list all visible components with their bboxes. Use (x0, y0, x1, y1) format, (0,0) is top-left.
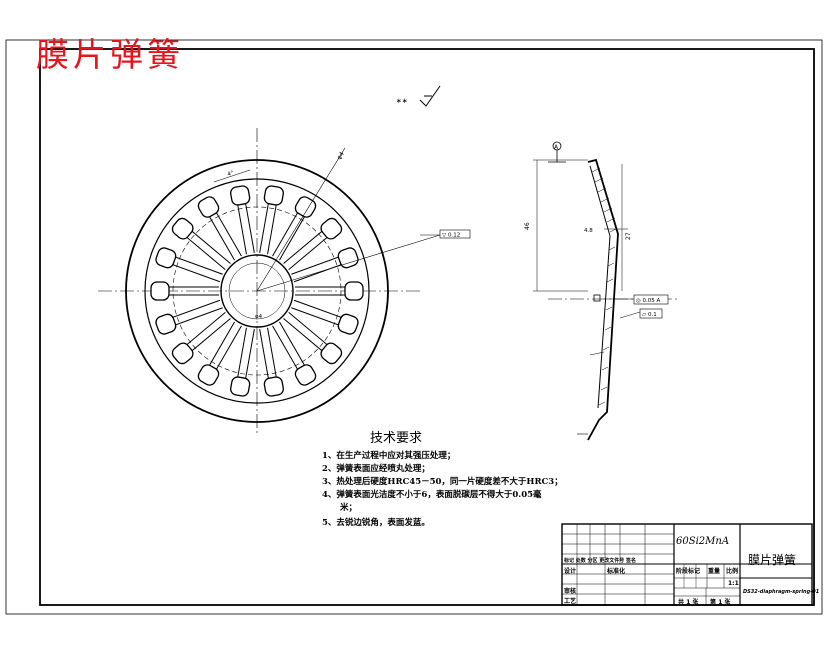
side-dim-1: 46 (524, 222, 531, 230)
designer-label: 设计 (564, 568, 577, 575)
tol-box (439, 229, 471, 239)
section-profile-outer (587, 158, 619, 441)
finger-slot (171, 217, 231, 271)
tech-item: 2、弹簧表面应经喷丸处理； (322, 464, 430, 474)
tech-item: 5、去锐边锐角，表面发蓝。 (322, 518, 430, 528)
finger-slot (283, 311, 343, 365)
finger-slot (155, 247, 223, 283)
tech-item: 3、热处理后硬度HRC45－50，同一片硬度差不大于HRC3； (322, 477, 563, 487)
leader-diameter (256, 147, 346, 292)
stage-label: 阶段标记 (676, 568, 701, 575)
drawing-number: DS32-diaphragm-spring-01 (743, 589, 820, 595)
inner-ring-circle (144, 178, 370, 404)
finger-slot (295, 281, 364, 301)
dim-slot-width (213, 169, 251, 183)
finger-slot (197, 321, 242, 386)
material-text: 60Si2MnA (676, 536, 730, 547)
finger-slot (259, 327, 284, 397)
tech-item: 4、弹簧表面光洁度不小于6，表面脱碳层不得大于0.05毫 (322, 490, 542, 500)
section-profile-inner (589, 165, 611, 409)
roughness-text: ∗∗ (396, 97, 408, 105)
dim-slot-text: 4° (227, 170, 235, 178)
red-title: 膜片弹簧 (36, 35, 184, 74)
finger-slot (272, 196, 317, 261)
tol-box-text: ▽ 0.12 (442, 233, 460, 239)
section-hatch (591, 167, 617, 406)
title-block (561, 523, 813, 606)
tech-item: 1、在生产过程中应对其强压处理； (322, 451, 456, 461)
finger-slot (259, 185, 284, 255)
finger-slot (272, 321, 317, 386)
part-name-text: 膜片弹簧 (748, 553, 797, 567)
gdt-frame-1: ◎ 0.05 A (636, 298, 661, 304)
finger-slot (171, 311, 231, 365)
outer-frame (5, 39, 823, 615)
gdt-frame-2: ▱ 0.1 (642, 312, 657, 318)
sheet-total: 共 1 张 (678, 599, 699, 606)
checker-label: 审核 (564, 588, 577, 595)
roughness-symbol (419, 85, 441, 107)
outer-circle (125, 159, 389, 423)
hub-circle (220, 254, 294, 328)
tech-item: 米； (340, 503, 358, 513)
spring-fingers (150, 185, 364, 397)
tech-title: 技术要求 (370, 431, 423, 446)
dim-d-inner: φ4 (255, 314, 263, 320)
mark-header: 标记 处数 分区 更改文件号 签名 (564, 558, 636, 564)
sheet-number: 第 1 张 (710, 599, 731, 606)
finger-slot (230, 185, 255, 255)
leader-tol (256, 234, 441, 292)
finger-slot (197, 196, 242, 261)
finger-slot (291, 247, 359, 283)
scale-value: 1:1 (728, 580, 739, 587)
finger-slot (291, 299, 359, 335)
finger-slot (150, 281, 219, 301)
weight-label: 重量 (708, 568, 721, 575)
scale-label: 比例 (726, 568, 739, 575)
inner-frame (39, 48, 815, 606)
finger-slot (283, 217, 343, 271)
hub-inner-circle (228, 262, 286, 320)
process-label: 工艺 (564, 598, 577, 605)
datum-label: A (554, 144, 559, 151)
finger-slot (230, 327, 255, 397)
pitch-circle (172, 206, 342, 376)
standard-label: 标准化 (607, 568, 626, 575)
side-dim-2: 27 (625, 232, 632, 240)
dim-d-outer: φ4 (336, 151, 346, 161)
side-view (533, 141, 680, 441)
finger-slot (155, 299, 223, 335)
side-dim-3: 4.8 (584, 228, 593, 234)
front-view: φ4 ▽ 0.12 4° φ4 (98, 128, 471, 435)
